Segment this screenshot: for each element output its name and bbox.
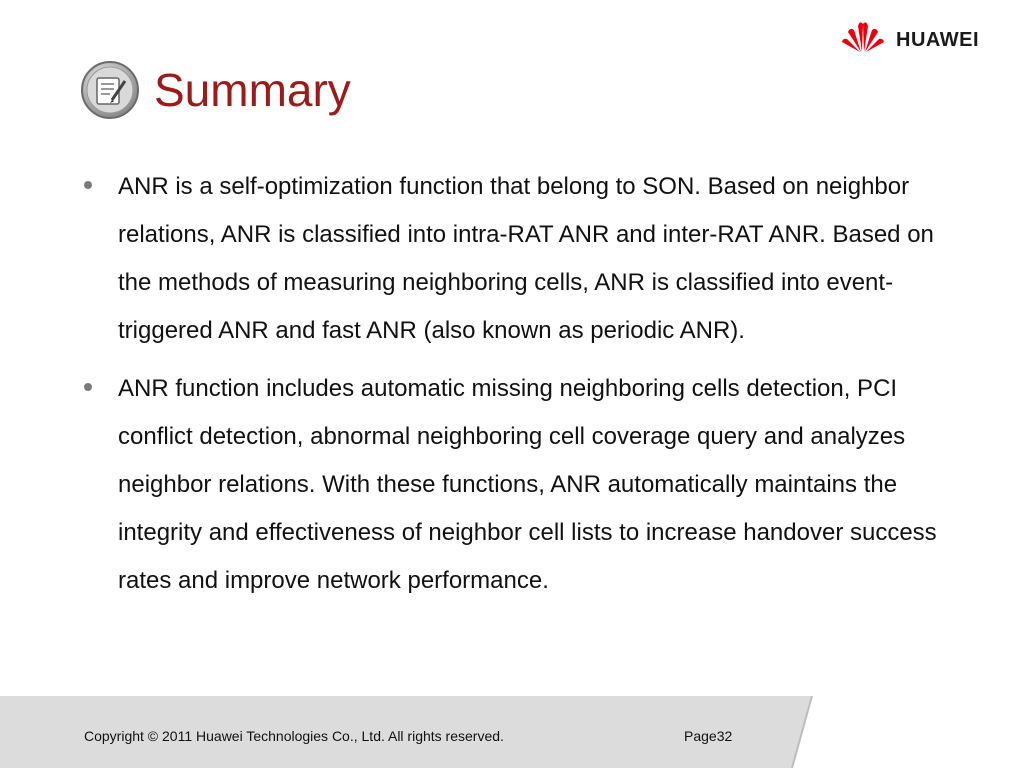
bullet-list: ANR is a self-optimization function that… — [80, 163, 960, 615]
footer-divider — [0, 696, 1024, 768]
footer: Copyright © 2011 Huawei Technologies Co.… — [0, 696, 1024, 768]
huawei-logo-icon — [842, 22, 884, 52]
slide-title: Summary — [154, 64, 351, 116]
bullet-dot-icon — [84, 181, 92, 189]
bullet-dot-icon — [84, 383, 92, 391]
document-edit-icon — [81, 61, 139, 119]
list-item: ANR is a self-optimization function that… — [80, 163, 960, 355]
brand-name: HUAWEI — [896, 29, 979, 51]
bullet-text: ANR function includes automatic missing … — [118, 375, 937, 594]
page-number: Page32 — [684, 728, 733, 744]
list-item: ANR function includes automatic missing … — [80, 365, 960, 605]
bullet-text: ANR is a self-optimization function that… — [118, 173, 934, 344]
copyright-text: Copyright © 2011 Huawei Technologies Co.… — [84, 728, 504, 744]
